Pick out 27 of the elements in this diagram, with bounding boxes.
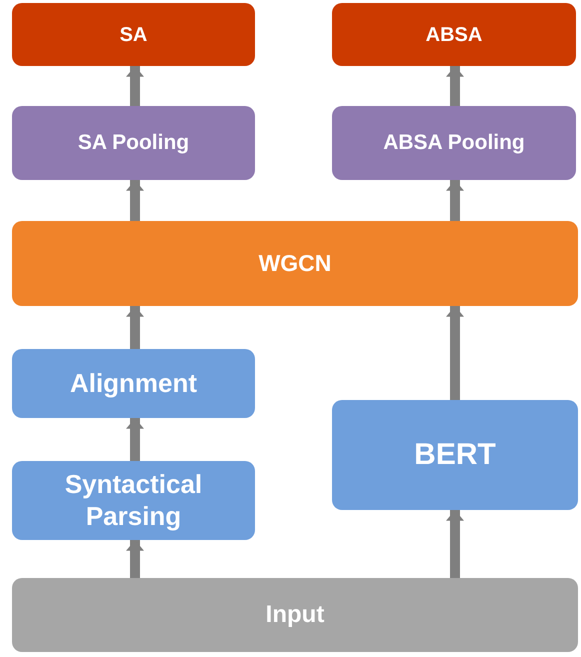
output-box — [12, 3, 255, 66]
arrow — [126, 180, 144, 221]
box-label: WGCN — [258, 250, 332, 278]
process-box — [12, 349, 255, 418]
arrow — [446, 66, 464, 106]
box-label: ABSA Pooling — [383, 130, 525, 156]
arrow — [446, 510, 464, 578]
arrow — [446, 306, 464, 400]
box-label: SA — [120, 22, 148, 46]
box-label: Alignment — [70, 368, 198, 400]
output-box — [332, 3, 576, 66]
input-box — [12, 578, 578, 652]
process-box — [12, 221, 578, 306]
arrow — [126, 66, 144, 106]
process-box — [332, 400, 578, 510]
arrow — [126, 418, 144, 461]
arrow — [126, 540, 144, 578]
box-label: Syntactical Parsing — [64, 469, 204, 532]
box-label: Input — [266, 600, 324, 630]
box-label: BERT — [414, 437, 496, 473]
box-label: ABSA — [426, 22, 482, 46]
process-box — [12, 461, 255, 540]
pooling-box — [12, 106, 255, 180]
box-label: SA Pooling — [78, 130, 190, 156]
arrow — [446, 180, 464, 221]
arrow — [126, 306, 144, 349]
pooling-box — [332, 106, 576, 180]
